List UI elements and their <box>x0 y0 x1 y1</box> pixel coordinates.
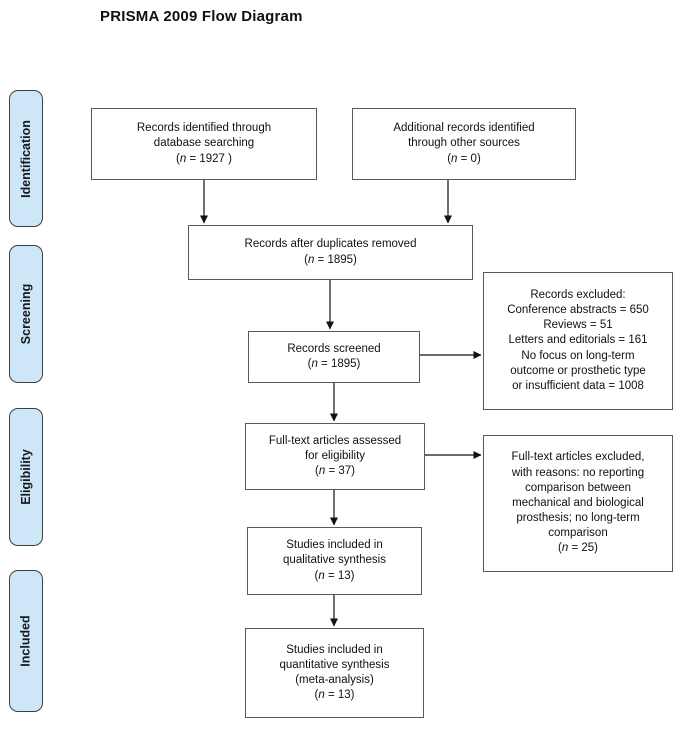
stage-screening: Screening <box>9 245 43 383</box>
flow-box-records-screened: Records screened(n = 1895) <box>248 331 420 383</box>
flow-box-fulltext-excluded: Full-text articles excluded,with reasons… <box>483 435 673 572</box>
stage-included-label: Included <box>19 615 33 667</box>
stage-included: Included <box>9 570 43 712</box>
flow-box-records-excluded: Records excluded:Conference abstracts = … <box>483 272 673 410</box>
stage-identification-label: Identification <box>19 119 33 198</box>
page-title: PRISMA 2009 Flow Diagram <box>100 8 303 25</box>
stage-eligibility: Eligibility <box>9 408 43 546</box>
stage-identification: Identification <box>9 90 43 227</box>
flow-box-after-duplicates-removed: Records after duplicates removed(n = 189… <box>188 225 473 280</box>
stage-eligibility-label: Eligibility <box>19 449 33 505</box>
stage-screening-label: Screening <box>19 283 33 345</box>
